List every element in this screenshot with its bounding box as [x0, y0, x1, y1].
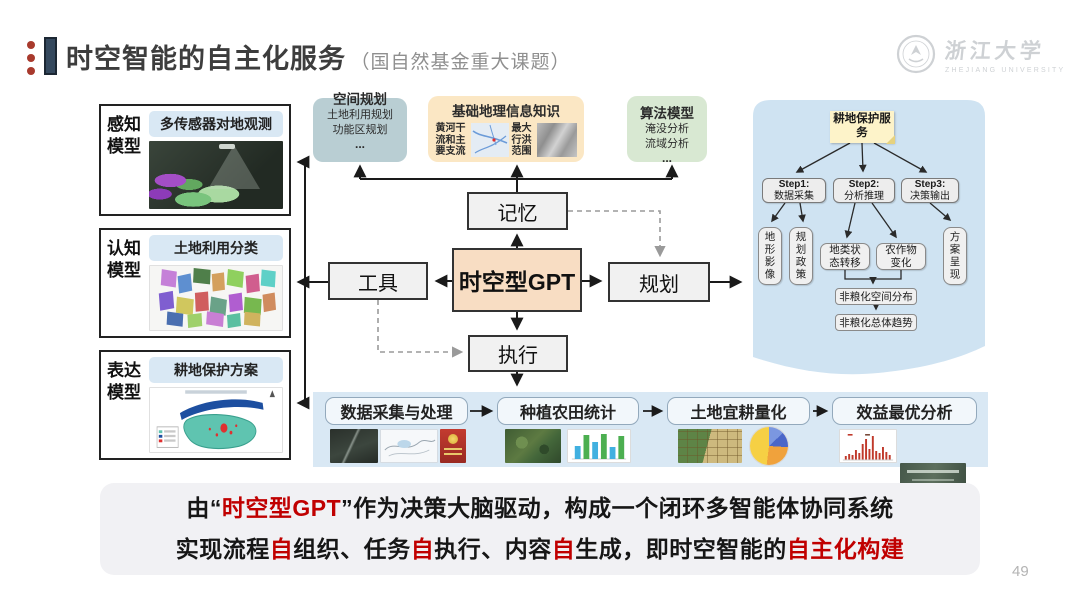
- planning-policy-card: 规划政策: [789, 227, 813, 285]
- accent-dots-icon: [27, 41, 36, 80]
- tools-box: 工具: [328, 262, 428, 300]
- algorithm-model-more: ...: [661, 150, 672, 165]
- stage-benefit-optimization: 效益最优分析: [832, 397, 977, 425]
- perception-model-title: 多传感器对地观测: [149, 111, 283, 137]
- algorithm-model-title: 算法模型: [640, 106, 694, 121]
- algorithm-model-box: 算法模型 淹没分析 流域分析 ...: [627, 96, 707, 165]
- farmland-aerial-thumb: [505, 429, 561, 463]
- logo-cn-text: 浙江大学: [943, 39, 1047, 63]
- flood-extent-caption: 最大行洪范围: [511, 123, 532, 157]
- satellite-icon: [218, 144, 235, 149]
- title-text: 时空智能的自主化服务: [66, 44, 346, 74]
- perception-model-label: 感知模型: [107, 115, 141, 157]
- step3-box: Step3: 决策输出: [901, 178, 959, 203]
- perception-model-box: 感知模型 多传感器对地观测: [99, 104, 291, 216]
- execution-box: 执行: [468, 335, 568, 372]
- landtype-transition-card: 地类状态转移: [820, 243, 870, 270]
- memory-label: 记忆: [497, 202, 538, 225]
- planning-box: 规划: [608, 262, 710, 302]
- parcel-grid-thumb: [678, 429, 742, 463]
- note-fold-icon: [886, 135, 895, 144]
- red-bar-chart-thumb: [839, 429, 897, 463]
- protection-plan-map-image: [149, 387, 283, 453]
- bar-chart-thumb: [567, 429, 631, 463]
- service-note-label: 耕地保护服务: [833, 113, 891, 139]
- nongrain-trend-card: 非粮化总体趋势: [835, 314, 917, 331]
- logo-en-text: ZHEJIANG UNIVERSITY: [945, 66, 1066, 74]
- sensor-cone-icon: [207, 145, 260, 190]
- service-note: 耕地保护服务: [830, 111, 895, 144]
- page-title: 时空智能的自主化服务 （国自然基金重大课题）: [66, 37, 570, 76]
- policy-book-thumb: [440, 429, 466, 463]
- step2-box: Step2: 分析推理: [833, 178, 895, 203]
- cognition-model-box: 认知模型 土地利用分类: [99, 228, 291, 338]
- zju-seal-icon: [896, 34, 936, 74]
- sketch-map-thumb: [380, 429, 438, 463]
- terrain-imagery-card: 地形影像: [758, 227, 782, 285]
- title-subtitle: （国自然基金重大课题）: [350, 52, 571, 73]
- river-map-image: [470, 123, 509, 158]
- accent-bar: [44, 37, 57, 75]
- step1-box: Step1: 数据采集: [762, 178, 826, 203]
- stage-farmland-statistics: 种植农田统计: [497, 397, 639, 425]
- execution-label: 执行: [498, 345, 538, 367]
- cognition-model-label: 认知模型: [107, 239, 141, 281]
- protection-plan-map: [150, 388, 282, 452]
- spatiotemporal-gpt-box: 时空型GPT: [452, 248, 582, 312]
- crop-change-card: 农作物变化: [876, 243, 926, 270]
- tools-label: 工具: [358, 272, 398, 295]
- spatial-planning-more: ...: [354, 136, 365, 151]
- planning-label: 规划: [639, 273, 679, 296]
- landuse-mosaic: [150, 266, 282, 330]
- spatiotemporal-gpt-label: 时空型GPT: [458, 269, 576, 295]
- terrain-image: [536, 123, 577, 158]
- pie-chart-thumb: [750, 427, 788, 465]
- landuse-classification-image: [149, 265, 283, 331]
- geo-knowledge-box: 基础地理信息知识 黄河干流和主要支流 最大行洪范围: [428, 96, 584, 162]
- summary-line1: 由“时空型GPT”作为决策大脑驱动，构成一个闭环多智能体协同系统: [186, 494, 894, 521]
- stage-data-collection: 数据采集与处理: [325, 397, 468, 425]
- plan-presentation-card: 方案呈现: [943, 227, 967, 285]
- cognition-model-title: 土地利用分类: [149, 235, 283, 261]
- memory-box: 记忆: [467, 192, 568, 230]
- satellite-thumb: [330, 429, 378, 463]
- expression-model-title: 耕地保护方案: [149, 357, 283, 383]
- expression-model-box: 表达模型 耕地保护方案: [99, 350, 291, 460]
- earth-observation-image: [149, 141, 283, 209]
- page-number: 49: [1012, 563, 1029, 580]
- summary-line2: 实现流程自组织、任务自执行、内容自生成，即时空智能的自主化构建: [175, 536, 905, 562]
- university-logo: 浙江大学 ZHEJIANG UNIVERSITY: [895, 28, 1075, 80]
- stage-arability-quantification: 土地宜耕量化: [667, 397, 810, 425]
- spatial-planning-box: 空间规划 土地利用规划 功能区规划 ...: [313, 92, 407, 162]
- nongrain-spatial-card: 非粮化空间分布: [835, 288, 917, 305]
- yellow-river-caption: 黄河干流和主要支流: [435, 123, 466, 157]
- expression-model-label: 表达模型: [107, 361, 141, 403]
- summary-box: 由“时空型GPT”作为决策大脑驱动，构成一个闭环多智能体协同系统 实现流程自组织…: [100, 483, 980, 575]
- geo-knowledge-title: 基础地理信息知识: [452, 104, 560, 119]
